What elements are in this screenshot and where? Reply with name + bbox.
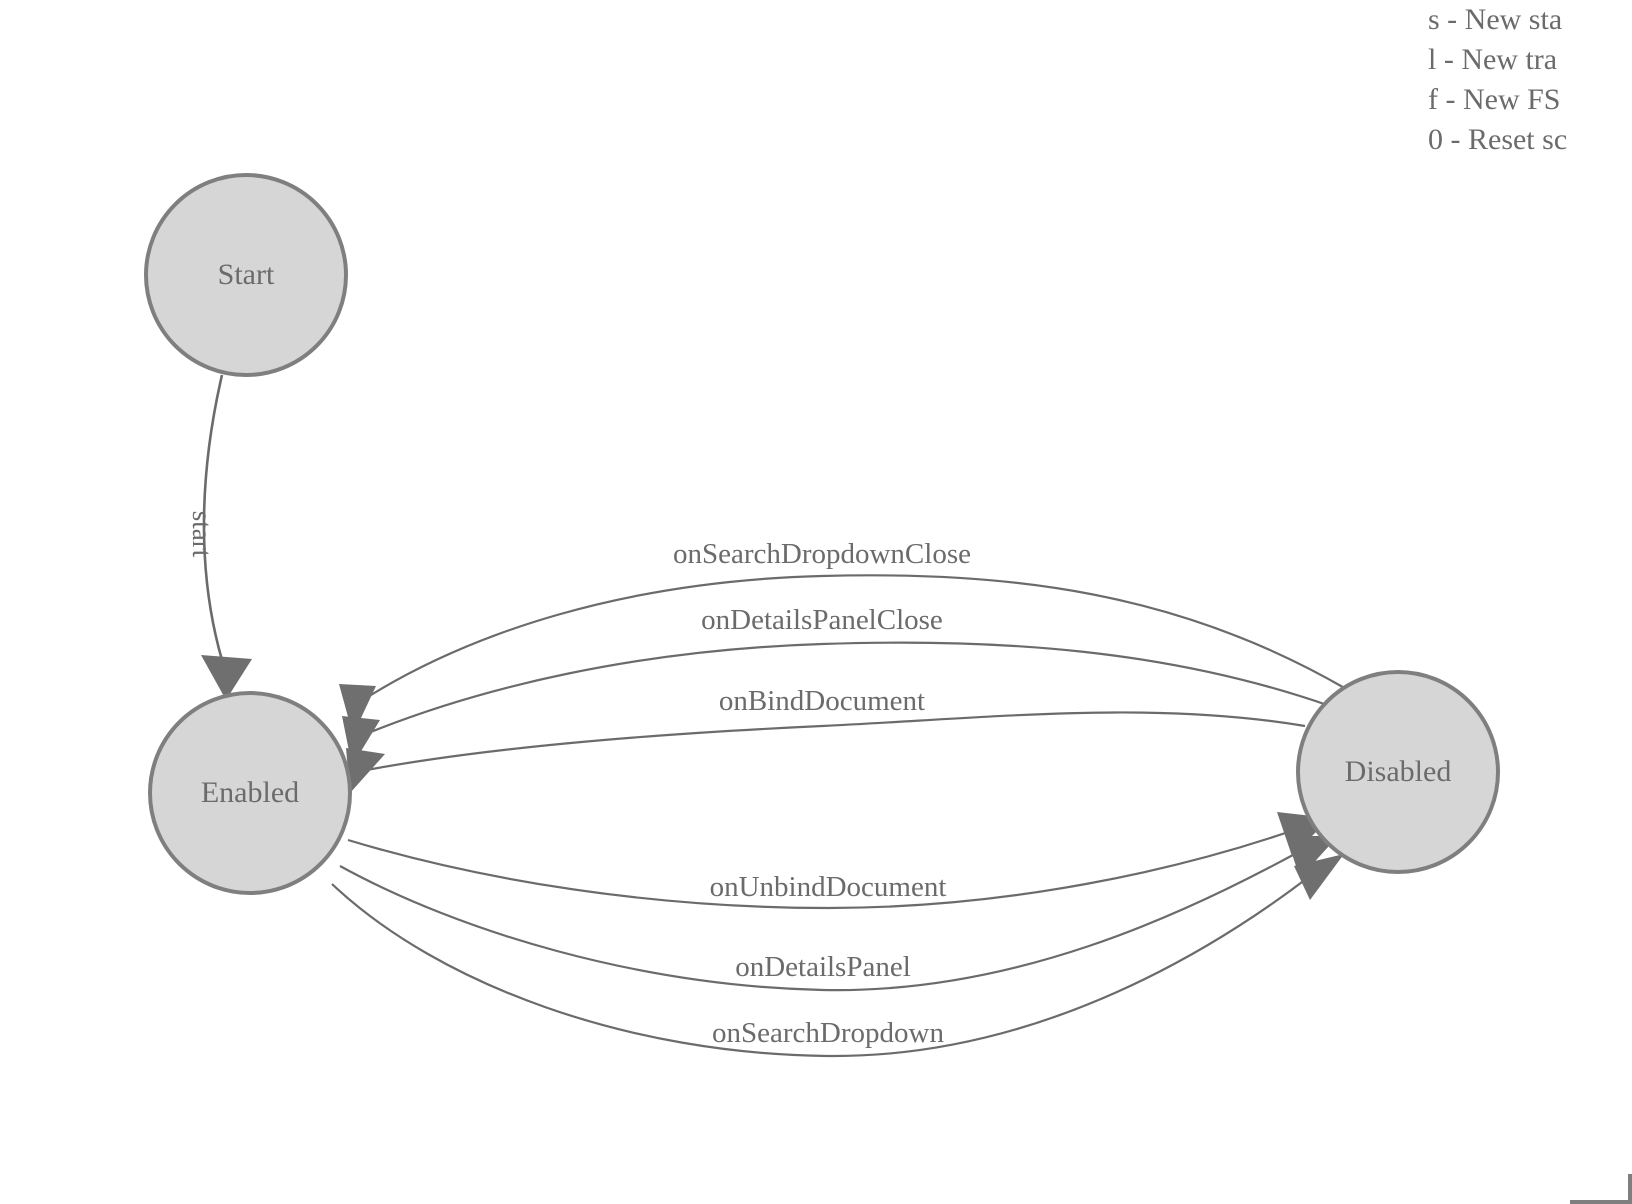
edge-disabled-to-enabled-onbinddocument[interactable] [346, 711, 1306, 793]
node-enabled[interactable]: Enabled [148, 691, 352, 895]
resize-handle-horizontal-mark[interactable] [1570, 1200, 1632, 1204]
edge-label-onsearchdropdownclose: onSearchDropdownClose [673, 538, 971, 570]
node-enabled-label: Enabled [201, 776, 299, 809]
edge-label-onunbinddocument: onUnbindDocument [710, 871, 947, 903]
edge-path-start [202, 374, 224, 661]
legend-line-new-fsm: f - New FS [1428, 83, 1561, 116]
legend-line-new-transition: l - New tra [1428, 43, 1558, 76]
resize-handle-vertical-mark[interactable] [1628, 1174, 1632, 1204]
edge-path-onbinddocument [355, 711, 1306, 774]
edge-path-ondetailspanelclose [355, 641, 1331, 740]
node-start-label: Start [218, 258, 275, 291]
node-enabled-circle[interactable] [148, 691, 352, 895]
legend-line-new-state: s - New sta [1428, 3, 1563, 36]
edge-disabled-to-enabled-onsearchdropdownclose[interactable] [339, 574, 1349, 735]
node-start-circle[interactable] [144, 173, 348, 377]
edge-path-ondetailspanel [339, 843, 1314, 992]
node-start[interactable]: Start [144, 173, 348, 377]
edge-enabled-to-disabled-onsearchdropdown[interactable] [331, 854, 1344, 1058]
edge-label-onsearchdropdown: onSearchDropdown [712, 1017, 944, 1049]
arrow-head-onsearchdropdown [1294, 854, 1344, 900]
edge-label-ondetailspanelclose: onDetailsPanelClose [701, 604, 943, 636]
keyboard-shortcuts-legend: s - New sta l - New tra f - New FS 0 - R… [1428, 0, 1632, 160]
edge-label-onbinddocument: onBindDocument [719, 685, 925, 717]
edge-path-onsearchdropdownclose [354, 574, 1349, 706]
edge-path-onsearchdropdown [331, 861, 1329, 1058]
arrow-head-onbinddocument [346, 748, 385, 793]
arrow-head-onsearchdropdownclose [339, 684, 376, 735]
edge-start-to-enabled[interactable] [201, 374, 252, 700]
edge-label-ondetailspanel: onDetailsPanel [735, 951, 911, 983]
node-disabled-circle[interactable] [1296, 670, 1500, 874]
legend-line-reset: 0 - Reset sc [1428, 123, 1568, 156]
node-disabled[interactable]: Disabled [1296, 670, 1500, 874]
edge-path-onunbinddocument [347, 826, 1301, 910]
node-disabled-label: Disabled [1345, 755, 1452, 788]
edge-label-start: start [187, 511, 217, 558]
arrow-head-start-enabled [201, 655, 252, 700]
